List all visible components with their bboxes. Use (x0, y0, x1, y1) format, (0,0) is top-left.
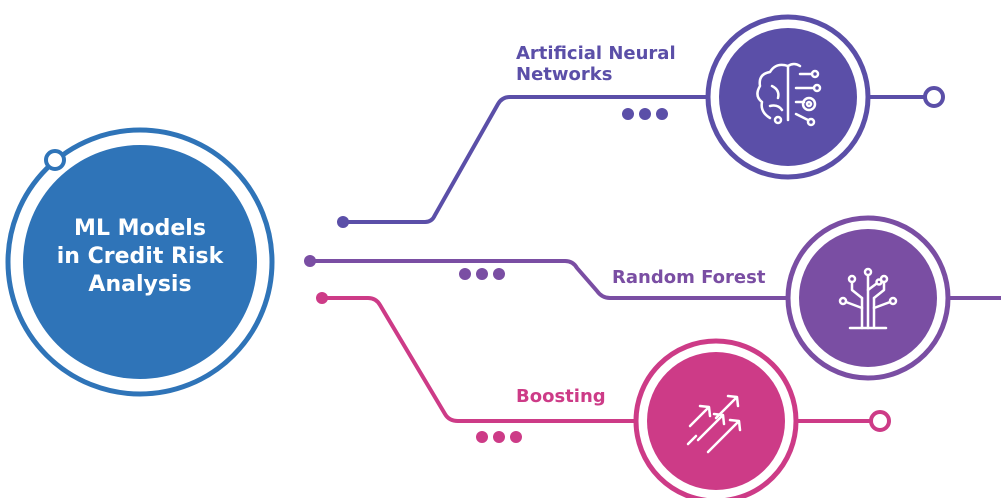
center-title-line-2: in Credit Risk (56, 244, 224, 269)
boosting-start-dot (316, 292, 328, 304)
center-title-line-1: ML Models (74, 216, 206, 241)
center-title-line-3: Analysis (88, 272, 192, 297)
tree-circuit-icon (838, 267, 898, 330)
center-hub (23, 145, 257, 379)
ann-ellipsis (622, 108, 668, 120)
boosting-ellipsis (476, 431, 522, 443)
boosting-connector (320, 296, 658, 423)
rf-start-dot (304, 255, 316, 267)
rf-ellipsis (459, 268, 505, 280)
rising-arrows-icon (686, 394, 742, 454)
boosting-end-node (869, 410, 891, 432)
rf-connector (308, 259, 802, 300)
brain-circuit-icon (756, 62, 822, 127)
ann-start-dot (337, 216, 349, 228)
center-title: ML Models in Credit Risk Analysis (45, 215, 235, 299)
ann-label: Artificial Neural Networks (516, 43, 676, 85)
ann-connector (341, 95, 720, 224)
boosting-label: Boosting (516, 386, 606, 407)
center-ring-node (44, 149, 66, 171)
rf-label: Random Forest (612, 267, 766, 288)
ann-end-node (923, 86, 945, 108)
